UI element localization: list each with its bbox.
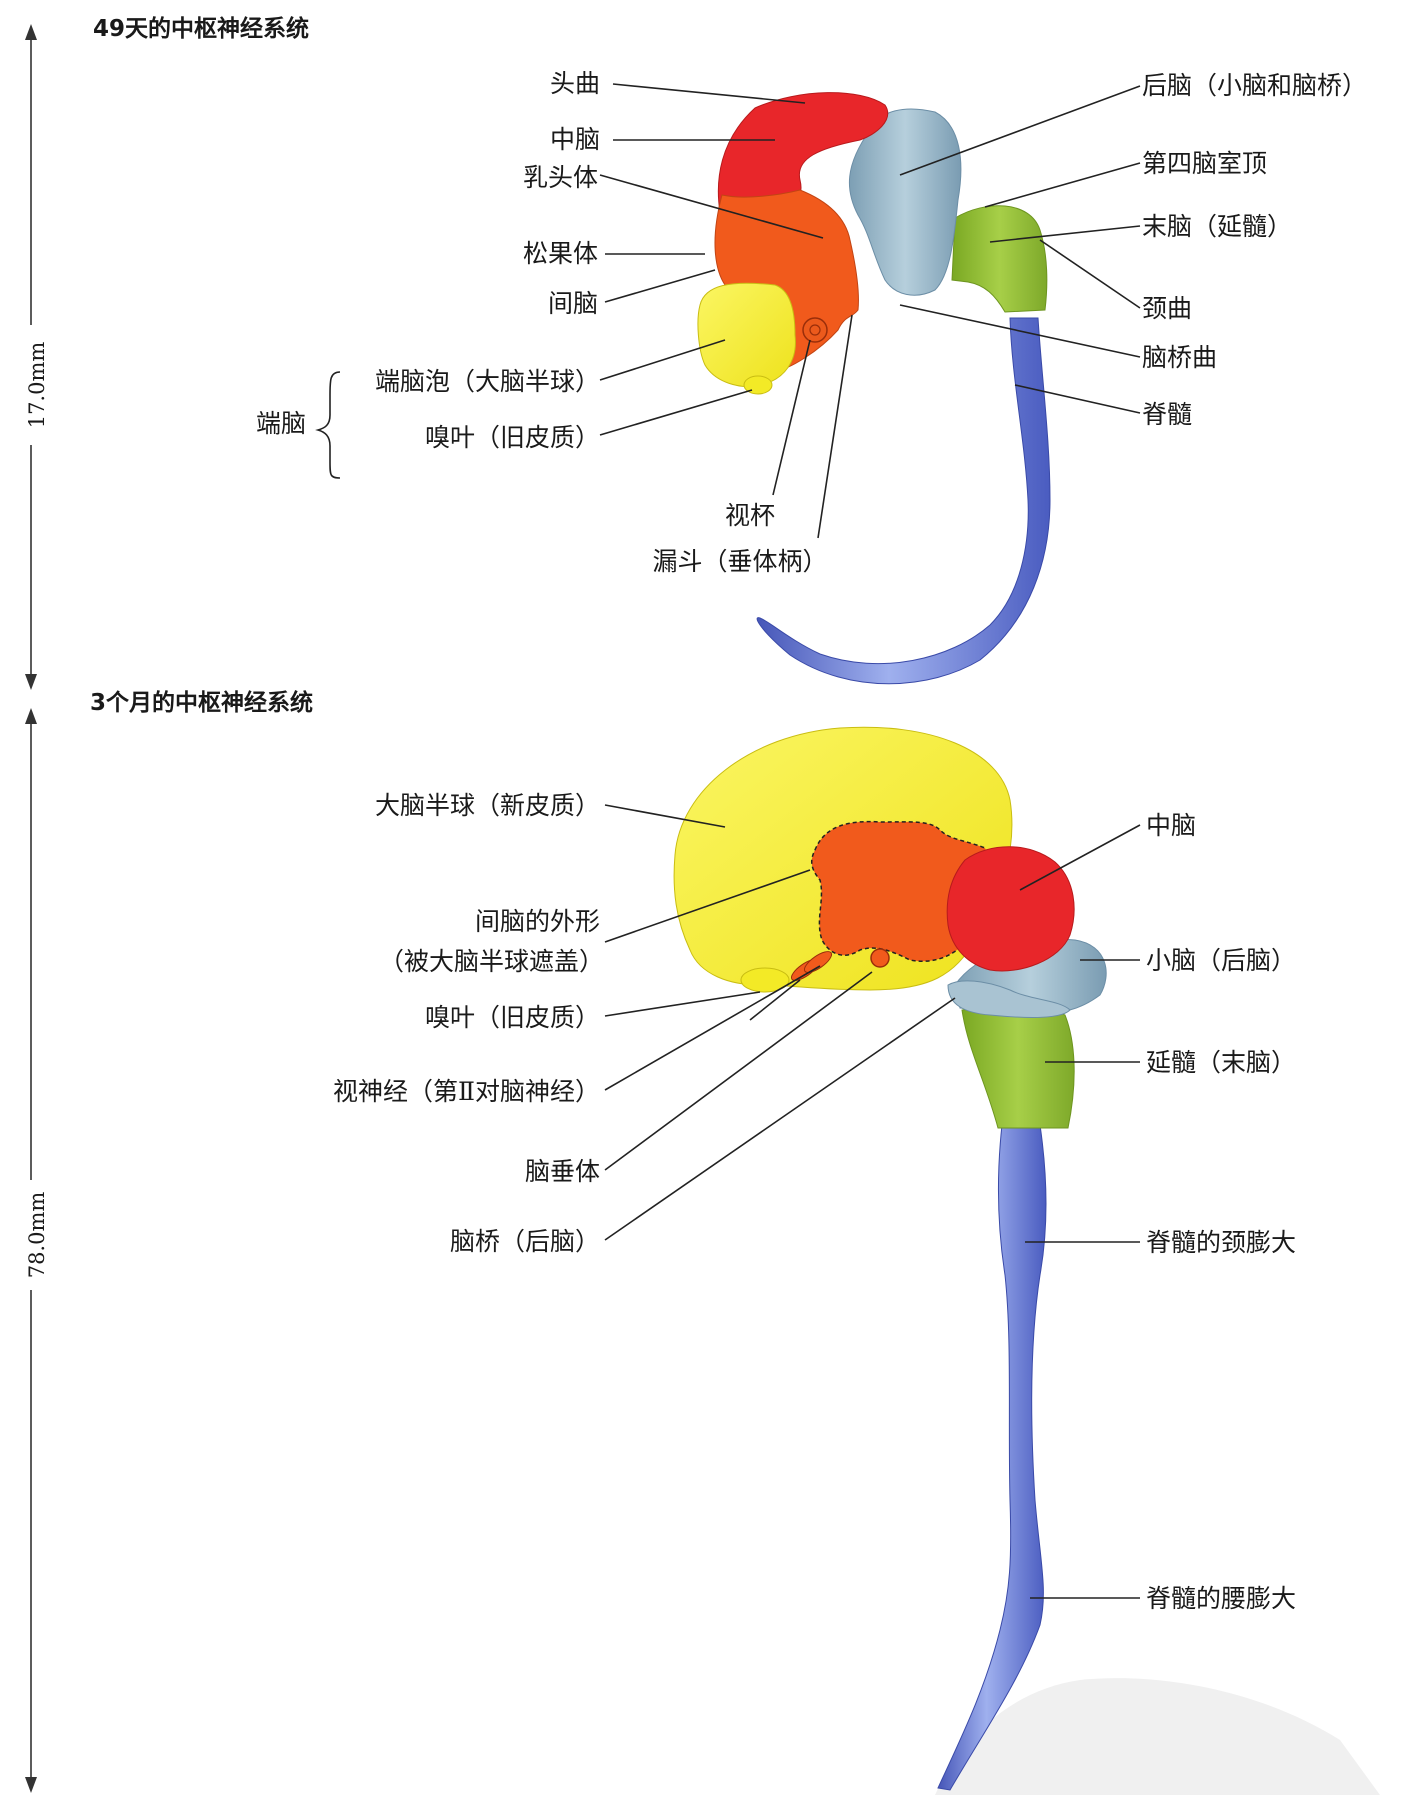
medulla-3m <box>962 1007 1074 1128</box>
label-optic-cup: 视杯 <box>725 501 775 530</box>
telencephalon-49d <box>698 283 795 386</box>
pituitary-3m <box>871 949 889 967</box>
label-cervical-enlargement: 脊髓的颈膨大 <box>1146 1228 1296 1257</box>
label-hindbrain-49d: 后脑（小脑和脑桥） <box>1142 71 1367 100</box>
panel2-scale-bar: 78.0mm <box>25 708 49 1793</box>
label-diencephalon-outline-1: 间脑的外形 <box>475 907 600 936</box>
label-medulla: 延髓（末脑） <box>1146 1048 1296 1077</box>
label-myelencephalon: 末脑（延髓） <box>1142 212 1292 241</box>
label-telencephalon-group: 端脑 <box>256 409 306 438</box>
label-olfactory-lobe-3m: 嗅叶（旧皮质） <box>425 1003 600 1032</box>
label-infundibulum: 漏斗（垂体柄） <box>652 547 827 576</box>
label-pontine-flexure: 脑桥曲 <box>1142 343 1217 372</box>
panel1-scale-label: 17.0mm <box>25 342 49 429</box>
panel2-scale-label: 78.0mm <box>25 1192 49 1279</box>
label-spinal-cord-49d: 脊髓 <box>1142 400 1192 429</box>
panel-49-days: 49天的中枢神经系统 17.0mm <box>25 15 1367 690</box>
label-diencephalon-49d: 间脑 <box>548 289 598 318</box>
label-head-flexure: 头曲 <box>550 69 600 98</box>
label-fourth-ventricle-roof: 第四脑室顶 <box>1142 149 1267 178</box>
panel1-scale-bar: 17.0mm <box>25 24 49 690</box>
label-diencephalon-outline-2: （被大脑半球遮盖） <box>379 947 604 976</box>
label-cerebral-hemisphere: 大脑半球（新皮质） <box>375 791 600 820</box>
label-cerebellum: 小脑（后脑） <box>1146 946 1296 975</box>
label-cervical-flexure: 颈曲 <box>1142 294 1192 323</box>
label-mammillary-body: 乳头体 <box>523 163 598 192</box>
label-pineal-body: 松果体 <box>523 239 598 268</box>
label-pituitary: 脑垂体 <box>525 1157 600 1186</box>
spinal-cord-49d <box>757 318 1050 684</box>
panel2-title: 3个月的中枢神经系统 <box>90 689 313 716</box>
label-lumbar-enlargement: 脊髓的腰膨大 <box>1146 1584 1296 1613</box>
label-olfactory-lobe-49d: 嗅叶（旧皮质） <box>425 423 600 452</box>
medulla-49d <box>952 206 1047 312</box>
label-midbrain-49d: 中脑 <box>550 125 600 154</box>
spinal-cord-3m <box>938 1125 1046 1790</box>
label-telencephalic-vesicle: 端脑泡（大脑半球） <box>375 367 600 396</box>
midbrain-3m <box>947 847 1074 971</box>
label-midbrain-3m: 中脑 <box>1146 811 1196 840</box>
label-optic-nerve: 视神经（第Ⅱ对脑神经） <box>333 1077 600 1106</box>
optic-cup-49d <box>803 318 827 342</box>
panel1-title: 49天的中枢神经系统 <box>93 15 309 42</box>
panel-3-months: 3个月的中枢神经系统 78.0mm <box>25 689 1380 1795</box>
label-pons: 脑桥（后脑） <box>450 1227 600 1256</box>
